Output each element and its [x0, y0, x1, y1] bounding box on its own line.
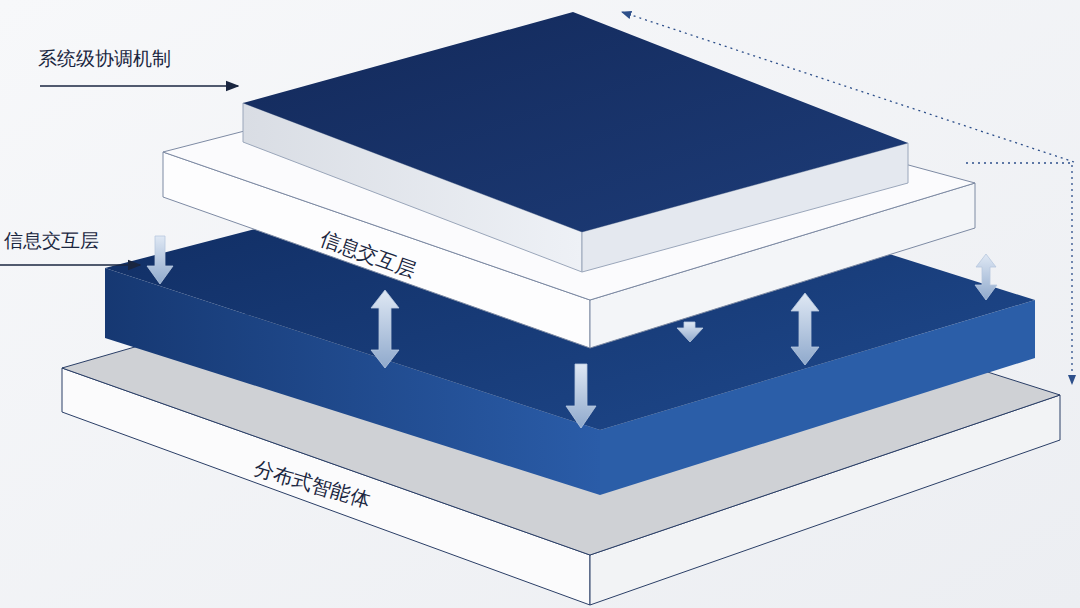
double-arrow [975, 254, 997, 300]
down-arrow [147, 236, 173, 284]
leader-arrow [0, 264, 140, 266]
callout-label: 系统级协调机制 [38, 46, 171, 72]
dotted-leader [622, 12, 1074, 162]
leader-arrow [40, 85, 238, 87]
double-arrow [791, 293, 819, 365]
dotted-feedback [622, 12, 1074, 384]
interaction-arrows [147, 236, 997, 428]
dotted-leader [966, 163, 1072, 384]
down-arrow [677, 322, 703, 342]
label-leaders [0, 86, 238, 265]
down-arrow [566, 364, 596, 428]
double-arrow [371, 290, 399, 368]
callout-label: 信息交互层 [4, 228, 99, 254]
